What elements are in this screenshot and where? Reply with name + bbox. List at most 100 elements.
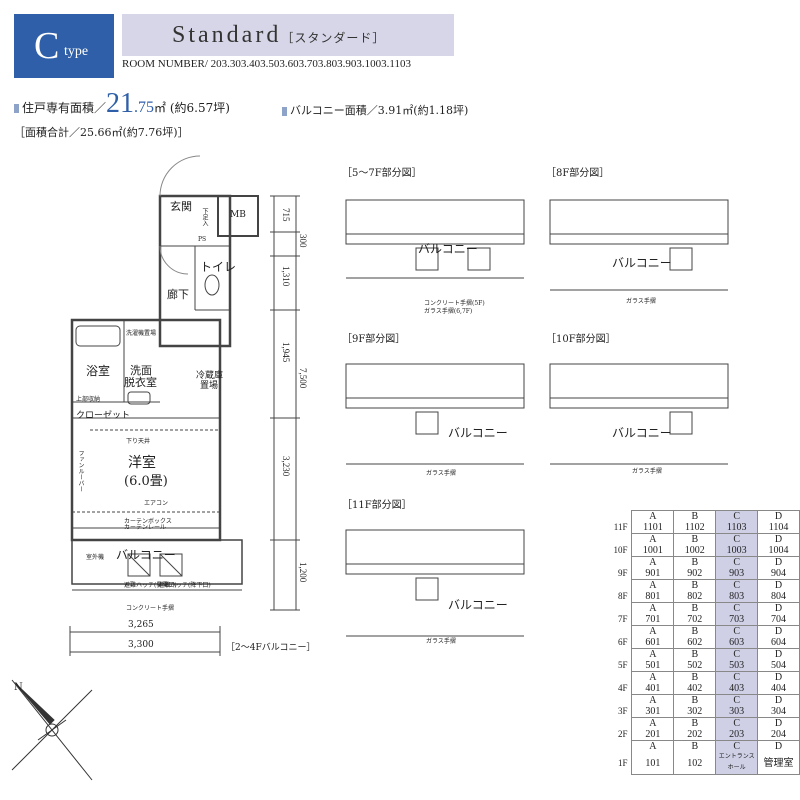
partial-glass-8f: ガラス手摺 bbox=[626, 298, 656, 305]
room-number-cell: 502 bbox=[673, 660, 717, 672]
type-cell: D bbox=[757, 533, 800, 545]
room-number-cell: 1104 bbox=[757, 522, 800, 534]
room-number-cell: 1004 bbox=[757, 545, 800, 557]
room-number-cell: エントランスホール bbox=[715, 752, 759, 775]
balcony-area: バルコニー面積／3.91㎡(約1.18坪) bbox=[282, 102, 468, 118]
western-room-size: (6.0畳) bbox=[124, 474, 168, 489]
partial-balcony-9f: バルコニー bbox=[448, 426, 508, 440]
partial-glass-10f: ガラス手摺 bbox=[632, 468, 662, 475]
type-cell: C bbox=[715, 717, 759, 729]
room-number-cell: 1103 bbox=[715, 522, 759, 534]
room-number-cell: 402 bbox=[673, 683, 717, 695]
type-cell: D bbox=[757, 556, 800, 568]
type-cell: A bbox=[631, 740, 675, 752]
type-cell: D bbox=[757, 671, 800, 683]
room-number-cell: 702 bbox=[673, 614, 717, 626]
hatch-label-2: 避難ハッチ(降下口) bbox=[158, 582, 211, 589]
room-number-cell: 601 bbox=[631, 637, 675, 649]
type-cell: A bbox=[631, 510, 675, 522]
curtain-rail-label: カーテンレール bbox=[124, 524, 167, 531]
shoe-box-label: 下足入 bbox=[201, 208, 208, 226]
room-number-cell: 803 bbox=[715, 591, 759, 603]
partial-balcony-5-7f: バルコニー bbox=[418, 242, 478, 256]
partial-plans bbox=[345, 199, 729, 637]
curtain-box-label: カーテンボックス bbox=[124, 518, 172, 525]
room-number-cell: 904 bbox=[757, 568, 800, 580]
type-cell: A bbox=[631, 556, 675, 568]
hatch-label-1: 避難ハッチ(昇降口) bbox=[124, 582, 177, 589]
type-cell: B bbox=[673, 694, 717, 706]
room-number-cell: 903 bbox=[715, 568, 759, 580]
partial-title-10f: ［10F部分図］ bbox=[546, 334, 616, 345]
room-number-cell: 1001 bbox=[631, 545, 675, 557]
partial-glass-11f: ガラス手摺 bbox=[426, 638, 456, 645]
concrete-rail-label: コンクリート手摺 bbox=[126, 605, 175, 612]
fridge-label-2: 置場 bbox=[200, 381, 219, 391]
room-number-cell: 1003 bbox=[715, 545, 759, 557]
floor-label: 4F bbox=[617, 683, 628, 694]
floor-label: 7F bbox=[617, 614, 628, 625]
private-area: 住戸専有面積／21.75㎡ (約6.57坪) bbox=[14, 88, 230, 120]
partial-title-8f: ［8F部分図］ bbox=[546, 168, 610, 179]
dim-height-5: 7,500 bbox=[298, 368, 308, 389]
floor-label: 9F bbox=[617, 568, 628, 579]
floor-label: 3F bbox=[617, 706, 628, 717]
room-number-cell: 204 bbox=[757, 729, 800, 741]
room-number-cell: 604 bbox=[757, 637, 800, 649]
type-cell: C bbox=[715, 648, 759, 660]
type-cell: C bbox=[715, 740, 759, 752]
plan-name-band: Standard［スタンダード］ bbox=[122, 14, 454, 56]
type-cell: D bbox=[757, 510, 800, 522]
room-number-cell: 302 bbox=[673, 706, 717, 718]
type-cell: D bbox=[757, 602, 800, 614]
type-cell: B bbox=[673, 648, 717, 660]
room-number-cell: 701 bbox=[631, 614, 675, 626]
type-word: type bbox=[64, 44, 89, 59]
fridge-label-1: 冷蔵庫 bbox=[196, 371, 224, 381]
type-cell: C bbox=[715, 671, 759, 683]
type-cell: B bbox=[673, 625, 717, 637]
type-cell: C bbox=[715, 625, 759, 637]
private-area-value: 21 bbox=[106, 88, 135, 119]
type-cell: A bbox=[631, 694, 675, 706]
room-number-cell: 1102 bbox=[673, 522, 717, 534]
floor-label: 2F bbox=[617, 729, 628, 740]
type-cell: A bbox=[631, 533, 675, 545]
room-number-cell: 403 bbox=[715, 683, 759, 695]
room-number-cell: 802 bbox=[673, 591, 717, 603]
room-number-cell: 902 bbox=[673, 568, 717, 580]
room-number-cell: 704 bbox=[757, 614, 800, 626]
dim-height-4: 1,945 bbox=[281, 342, 291, 363]
storage-label: 上部収納 bbox=[76, 396, 101, 403]
ps-label-1: PS bbox=[198, 236, 207, 243]
partial-balcony-10f: バルコニー bbox=[612, 426, 672, 440]
washroom-label-2: 脱衣室 bbox=[124, 376, 157, 389]
room-number-cell: 801 bbox=[631, 591, 675, 603]
type-cell: B bbox=[673, 510, 717, 522]
ceiling-down-label: 下り天井 bbox=[126, 438, 151, 445]
type-cell: A bbox=[631, 579, 675, 591]
partial-title-5-7f: ［5～7F部分図］ bbox=[342, 168, 422, 179]
type-cell: B bbox=[673, 579, 717, 591]
compass-north: N bbox=[14, 682, 23, 693]
type-cell: A bbox=[631, 625, 675, 637]
room-number-cell: 管理室 bbox=[757, 752, 800, 775]
type-cell: D bbox=[757, 579, 800, 591]
plan-name-kana: ［スタンダード］ bbox=[281, 31, 386, 45]
room-number-cell: 203 bbox=[715, 729, 759, 741]
type-cell: D bbox=[757, 740, 800, 752]
partial-glass-9f: ガラス手摺 bbox=[426, 470, 456, 477]
